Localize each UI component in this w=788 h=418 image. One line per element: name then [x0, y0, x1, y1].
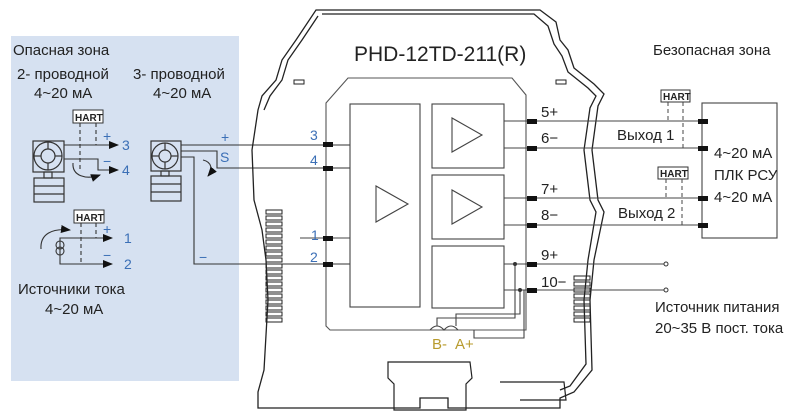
arrow-target-2: 2: [124, 256, 132, 272]
bus-terminal-a: A+: [455, 336, 474, 353]
hart-label: HART: [75, 113, 103, 124]
inner-module: [325, 77, 527, 331]
terminal-1: 1: [311, 227, 319, 243]
clip-slot: [555, 79, 567, 85]
two-wire-transmitter-icon: [32, 140, 65, 203]
hazardous-zone-label: Опасная зона: [13, 42, 110, 59]
plus-sign: +: [103, 128, 111, 144]
arrow-target-1: 1: [124, 230, 132, 246]
s-label: S: [220, 149, 229, 165]
terminal-2: 2: [310, 249, 318, 265]
din-rail-foot: [387, 361, 567, 411]
terminal-7-plus: 7+: [541, 181, 558, 198]
plc-range-top: 4~20 мА: [714, 145, 772, 162]
input-terminal-markers: [323, 142, 333, 267]
output-1-label: Выход 1: [617, 127, 674, 144]
two-wire-range: 4~20 мА: [34, 85, 92, 102]
input-block: [349, 103, 421, 308]
terminal-5-plus: 5+: [541, 104, 558, 121]
terminal-3: 3: [310, 127, 318, 143]
minus-sign: −: [103, 247, 111, 263]
power-block: [431, 245, 505, 309]
three-wire-label: 3- проводной: [133, 66, 225, 83]
amplifier-icon: [375, 185, 410, 223]
output-2-label: Выход 2: [618, 205, 675, 222]
plus-sign: +: [103, 221, 111, 237]
arrow-target-4: 4: [122, 162, 130, 178]
hart-box: [660, 89, 691, 103]
minus-sign-3wire: −: [199, 249, 207, 265]
vent-slots-right: [573, 275, 591, 323]
hart-box: [73, 209, 105, 224]
output-terminal-markers: [527, 119, 537, 293]
hart-box: [657, 166, 689, 180]
output1-block: [431, 103, 505, 169]
plc-range-bottom: 4~20 мА: [714, 189, 772, 206]
current-source-label: Источники тока: [18, 281, 126, 298]
amplifier-icon: [451, 189, 484, 225]
terminal-4: 4: [310, 152, 318, 168]
device-housing: [251, 9, 605, 409]
minus-sign: −: [103, 153, 111, 169]
terminal-10-minus: 10−: [541, 274, 567, 291]
terminal-6-minus: 6−: [541, 130, 558, 147]
amplifier-icon: [451, 117, 484, 153]
three-wire-transmitter-icon: [150, 140, 182, 202]
plc-box: [701, 102, 778, 239]
bus-connector: [429, 325, 459, 331]
plus-sign-3wire: +: [221, 129, 229, 145]
power-supply-spec: 20~35 В пост. тока: [655, 320, 784, 337]
terminal-9-plus: 9+: [541, 247, 558, 264]
hart-label: HART: [663, 92, 691, 103]
bus-terminal-b: B-: [432, 336, 447, 353]
terminal-8-minus: 8−: [541, 207, 558, 224]
hazardous-zone-area: [11, 36, 239, 381]
current-source-range: 4~20 мА: [45, 301, 103, 318]
arrow-target-3: 3: [122, 137, 130, 153]
current-source-icon: [40, 223, 113, 268]
vent-slots-left: [265, 209, 283, 323]
hart-label: HART: [76, 213, 104, 224]
power-supply-label: Источник питания: [655, 299, 780, 316]
two-wire-label: 2- проводной: [17, 66, 109, 83]
three-wire-range: 4~20 мА: [153, 85, 211, 102]
plc-name: ПЛК РСУ: [714, 167, 778, 184]
output2-block: [431, 174, 505, 240]
device-title: PHD-12TD-211(R): [354, 43, 526, 66]
hart-box: [72, 109, 104, 124]
safe-zone-label: Безопасная зона: [653, 42, 771, 59]
clip-slot: [293, 79, 305, 85]
hart-label: HART: [660, 169, 688, 180]
